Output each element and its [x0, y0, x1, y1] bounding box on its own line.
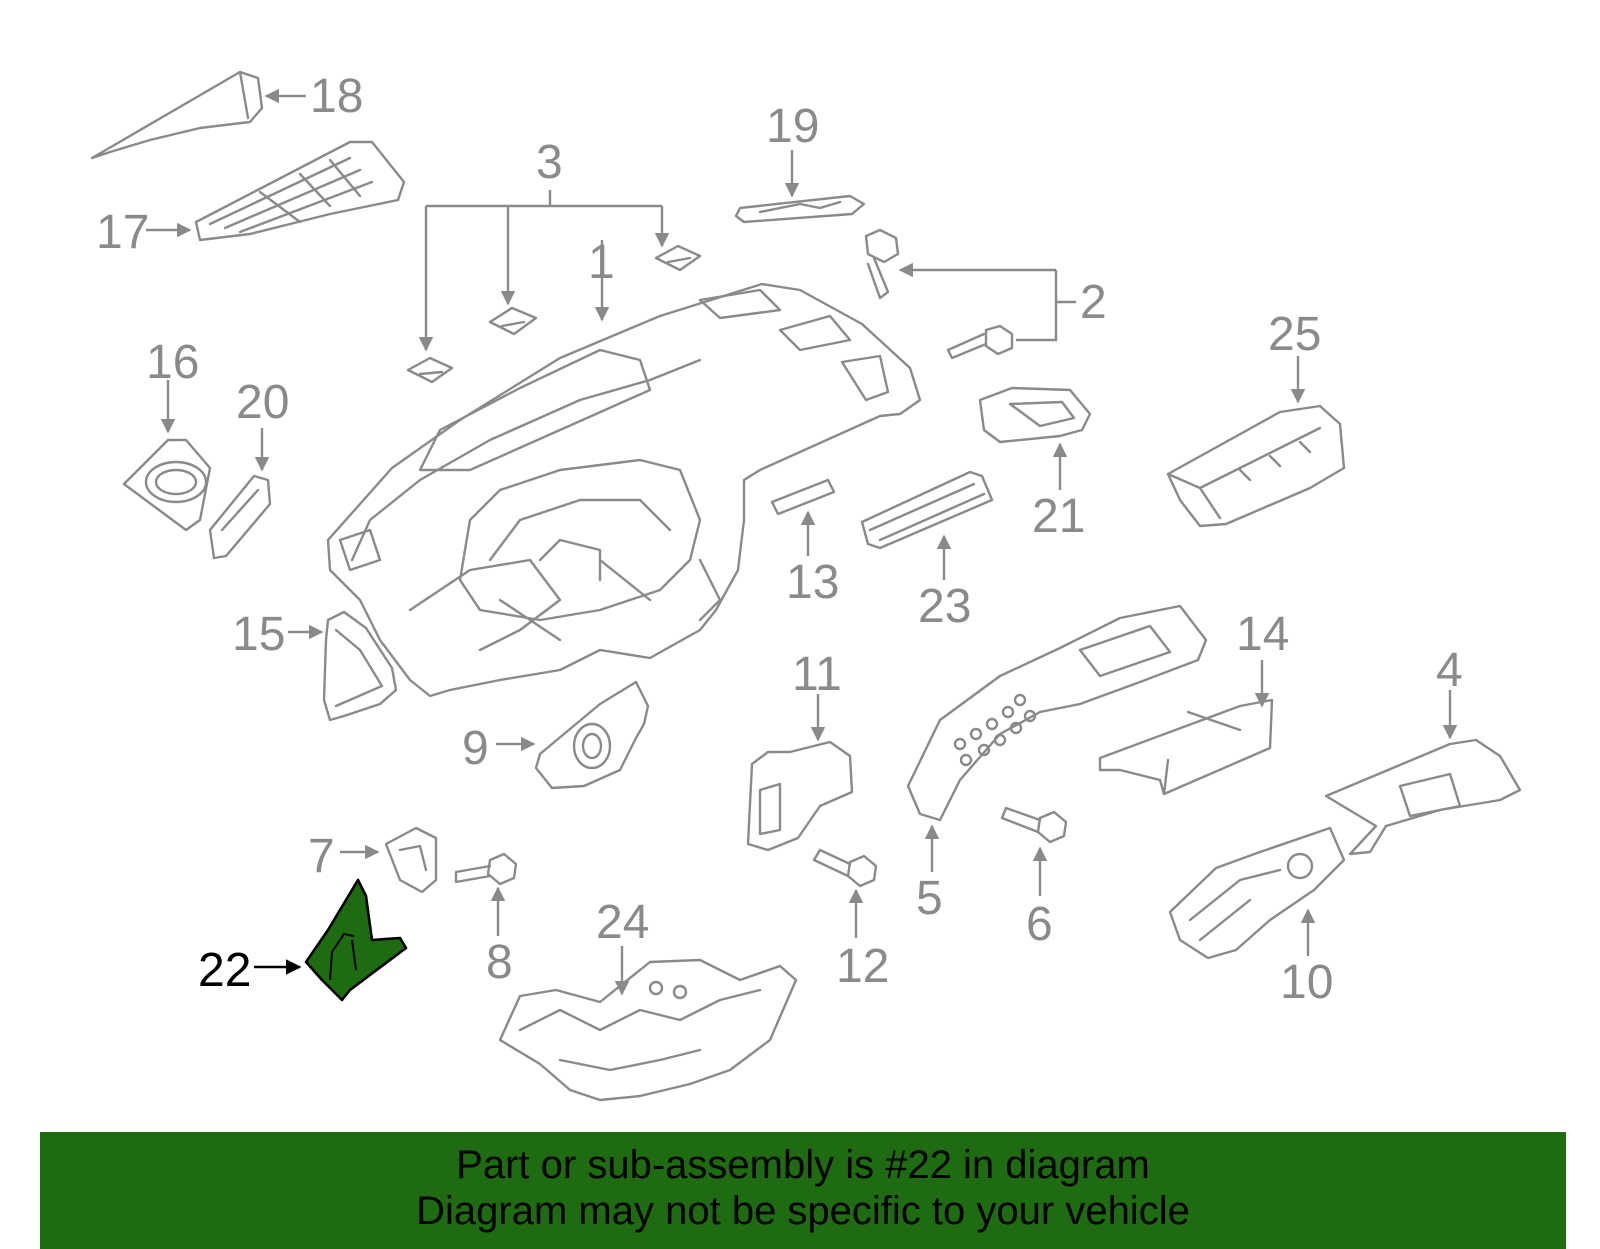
part-2-bolts: 2	[864, 228, 1107, 360]
part-20-trim: 20	[208, 376, 289, 560]
callout-6: 6	[1026, 898, 1053, 951]
callout-1: 1	[588, 236, 615, 289]
part-8-bolt: 8	[454, 852, 518, 989]
callout-14: 14	[1236, 608, 1289, 661]
callout-3: 3	[536, 136, 563, 189]
callout-11: 11	[792, 648, 842, 701]
callout-8: 8	[486, 936, 513, 989]
info-banner: Part or sub-assembly is #22 in diagram D…	[40, 1132, 1566, 1249]
part-9-bracket: 9	[462, 680, 650, 790]
callout-20: 20	[236, 376, 289, 429]
callout-9: 9	[462, 722, 489, 775]
callout-10: 10	[1280, 956, 1333, 1009]
part-11-bracket: 11	[746, 648, 854, 852]
callout-18: 18	[310, 70, 363, 123]
part-16-round-vent: 16	[122, 336, 212, 532]
callout-19: 19	[766, 100, 819, 153]
part-14-rail: 14	[1098, 608, 1289, 796]
callout-25: 25	[1268, 308, 1321, 361]
part-5-console-trim: 5	[906, 604, 1208, 925]
callout-5: 5	[916, 872, 943, 925]
part-13-plate: 13	[770, 478, 839, 609]
part-15-end-cap: 15	[232, 608, 398, 722]
part-24-lower-panel: 24	[498, 896, 798, 1102]
part-19-trim: 19	[734, 100, 866, 224]
callout-15: 15	[232, 608, 285, 661]
part-21-side-vent: 21	[978, 386, 1092, 543]
part-6-bolt: 6	[1000, 806, 1068, 951]
banner-line-2: Diagram may not be specific to your vehi…	[416, 1189, 1190, 1233]
part-18-trim-strip: 18	[90, 70, 363, 160]
part-25-airbag: 25	[1166, 308, 1346, 528]
callout-17: 17	[96, 206, 149, 259]
callout-13: 13	[786, 556, 839, 609]
callout-16: 16	[146, 336, 199, 389]
banner-line-1: Part or sub-assembly is #22 in diagram	[456, 1143, 1150, 1187]
callout-4: 4	[1436, 644, 1463, 697]
part-10-shroud: 10	[1168, 826, 1346, 1009]
callout-23: 23	[918, 580, 971, 633]
part-17-vent-panel: 17	[96, 140, 406, 259]
part-22-highlighted: 22	[198, 878, 408, 1002]
callout-2: 2	[1080, 276, 1107, 329]
callout-12: 12	[836, 940, 889, 993]
part-23-center-vent: 23	[860, 470, 994, 633]
callout-24: 24	[596, 896, 649, 949]
part-12-bolt: 12	[812, 848, 889, 993]
part-4-display-panel: 4	[1324, 644, 1522, 856]
part-3-clips: 3	[406, 136, 702, 384]
callout-21: 21	[1032, 490, 1085, 543]
callout-22: 22	[198, 944, 251, 997]
part-7-bracket: 7	[308, 826, 438, 894]
part-1-dashboard: 1	[326, 236, 922, 698]
callout-7: 7	[308, 830, 335, 883]
